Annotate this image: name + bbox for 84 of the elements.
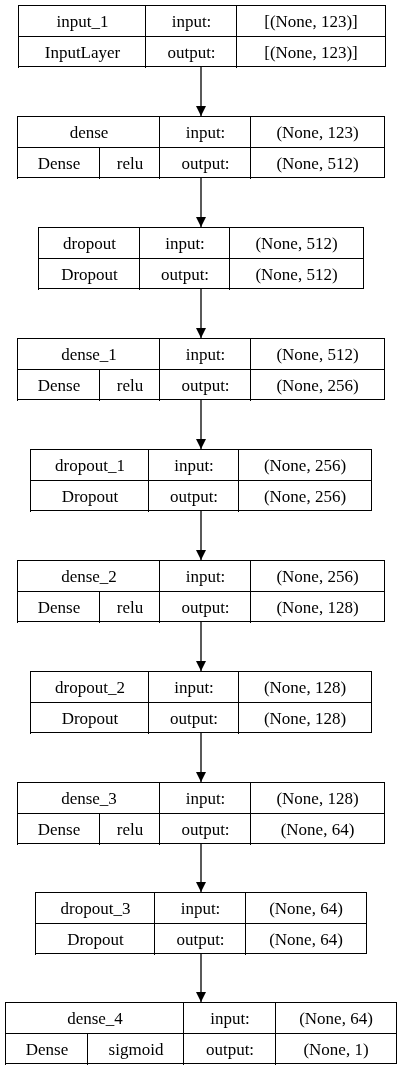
port-label: output: bbox=[148, 480, 239, 512]
port-label: output: bbox=[145, 36, 237, 68]
shape-value: (None, 64) bbox=[275, 1002, 396, 1034]
layer-name: dense_3 bbox=[17, 782, 160, 814]
layer-type: Dense bbox=[5, 1033, 88, 1065]
shape-value: (None, 128) bbox=[238, 671, 371, 703]
layer-box bbox=[17, 116, 385, 178]
layer-box bbox=[30, 671, 372, 733]
arrow bbox=[196, 953, 206, 1003]
layer-box bbox=[35, 892, 367, 954]
port-label: output: bbox=[139, 258, 230, 290]
layer-box bbox=[38, 227, 364, 289]
layer-type: Dense bbox=[17, 813, 100, 845]
port-label: input: bbox=[183, 1002, 276, 1034]
activation: relu bbox=[99, 813, 160, 845]
arrow bbox=[196, 621, 206, 672]
layer-type: Dropout bbox=[30, 702, 149, 734]
port-label: output: bbox=[159, 147, 251, 179]
shape-value: (None, 512) bbox=[229, 227, 363, 259]
activation: relu bbox=[99, 369, 160, 401]
arrow bbox=[196, 843, 206, 893]
layer-name: dense bbox=[17, 116, 160, 148]
layer-box bbox=[17, 560, 385, 622]
layer-name: dropout bbox=[38, 227, 140, 259]
layer-type: InputLayer bbox=[18, 36, 146, 68]
shape-value: (None, 512) bbox=[250, 147, 384, 179]
layer-name: dropout_3 bbox=[35, 892, 155, 924]
layer-name: dropout_2 bbox=[30, 671, 149, 703]
shape-value: (None, 128) bbox=[238, 702, 371, 734]
port-label: output: bbox=[159, 369, 251, 401]
layer-box bbox=[30, 449, 372, 511]
shape-value: (None, 1) bbox=[275, 1033, 396, 1065]
layer-type: Dense bbox=[17, 147, 100, 179]
shape-value: (None, 256) bbox=[250, 369, 384, 401]
port-label: input: bbox=[148, 449, 239, 481]
shape-value: [(None, 123)] bbox=[236, 5, 385, 37]
port-label: output: bbox=[159, 813, 251, 845]
port-label: output: bbox=[154, 923, 246, 955]
shape-value: (None, 64) bbox=[245, 892, 366, 924]
layer-type: Dense bbox=[17, 369, 100, 401]
layer-name: dropout_1 bbox=[30, 449, 149, 481]
layer-type: Dropout bbox=[30, 480, 149, 512]
arrow bbox=[196, 732, 206, 783]
arrow bbox=[196, 66, 206, 117]
arrow bbox=[196, 177, 206, 228]
activation: relu bbox=[99, 591, 160, 623]
shape-value: (None, 64) bbox=[250, 813, 384, 845]
shape-value: (None, 512) bbox=[250, 338, 384, 370]
activation: relu bbox=[99, 147, 160, 179]
port-label: output: bbox=[159, 591, 251, 623]
port-label: input: bbox=[139, 227, 230, 259]
shape-value: (None, 128) bbox=[250, 591, 384, 623]
arrow bbox=[196, 399, 206, 450]
layer-type: Dropout bbox=[38, 258, 140, 290]
layer-box bbox=[18, 5, 386, 67]
layer-name: input_1 bbox=[18, 5, 146, 37]
layer-name: dense_2 bbox=[17, 560, 160, 592]
port-label: output: bbox=[148, 702, 239, 734]
layer-name: dense_4 bbox=[5, 1002, 184, 1034]
shape-value: (None, 256) bbox=[250, 560, 384, 592]
port-label: input: bbox=[159, 560, 251, 592]
port-label: input: bbox=[159, 338, 251, 370]
port-label: input: bbox=[159, 782, 251, 814]
layer-type: Dense bbox=[17, 591, 100, 623]
activation: sigmoid bbox=[87, 1033, 184, 1065]
port-label: input: bbox=[159, 116, 251, 148]
port-label: input: bbox=[154, 892, 246, 924]
shape-value: (None, 128) bbox=[250, 782, 384, 814]
layer-box bbox=[5, 1002, 397, 1064]
port-label: output: bbox=[183, 1033, 276, 1065]
shape-value: (None, 64) bbox=[245, 923, 366, 955]
shape-value: (None, 256) bbox=[238, 480, 371, 512]
shape-value: (None, 123) bbox=[250, 116, 384, 148]
layer-name: dense_1 bbox=[17, 338, 160, 370]
layer-type: Dropout bbox=[35, 923, 155, 955]
shape-value: [(None, 123)] bbox=[236, 36, 385, 68]
layer-box bbox=[17, 338, 385, 400]
layer-box bbox=[17, 782, 385, 844]
shape-value: (None, 512) bbox=[229, 258, 363, 290]
arrow bbox=[196, 288, 206, 339]
shape-value: (None, 256) bbox=[238, 449, 371, 481]
arrow bbox=[196, 510, 206, 561]
port-label: input: bbox=[148, 671, 239, 703]
port-label: input: bbox=[145, 5, 237, 37]
